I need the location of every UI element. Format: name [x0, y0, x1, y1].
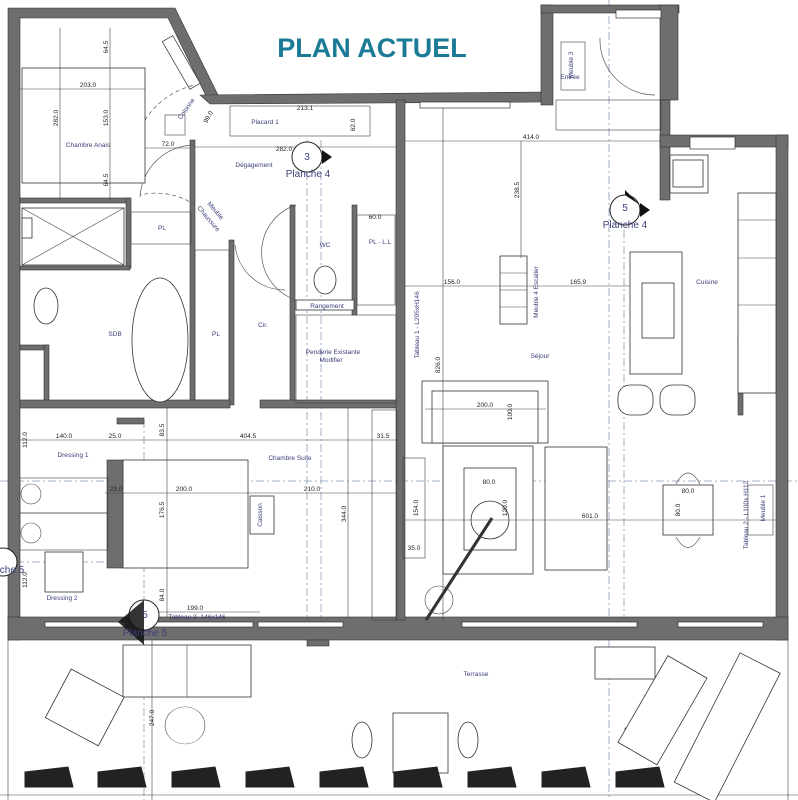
section-sheet: Planche 4 — [603, 220, 648, 231]
dimension-label: 140.0 — [56, 433, 73, 440]
dimension-label: 80.0 — [682, 488, 695, 495]
dimension-label: 23.0 — [110, 486, 123, 493]
section-number: 5 — [622, 203, 628, 214]
room-placard-1: Placard 1 — [251, 119, 279, 126]
dimension-label: 210.0 — [304, 486, 321, 493]
dimension-lines — [20, 28, 776, 800]
meuble-4-label: Meuble 4 Escalier — [533, 265, 540, 317]
dimension-label: 238.5 — [514, 181, 521, 198]
section-sheet: Planche 5 — [123, 628, 168, 639]
dimension-label: 344.0 — [341, 505, 348, 522]
room-cuisine: Cuisine — [696, 279, 718, 286]
room-pl-2: PL — [212, 331, 220, 338]
dimension-label: 25.0 — [109, 433, 122, 440]
dimension-label: 154.0 — [413, 499, 420, 516]
room-labels: Chambre Anais Placard 1 Dégagement PL PL… — [46, 74, 718, 678]
section-number: 5 — [142, 610, 148, 621]
doors — [139, 37, 656, 301]
dimension-label: 826.0 — [435, 356, 442, 373]
room-chambre-suite: Chambre Suite — [268, 455, 312, 462]
meuble-1-label: Meuble 1 — [760, 494, 767, 521]
dimension-label: 200.0 — [477, 402, 494, 409]
room-penderie-modifier: Modifier — [319, 357, 343, 364]
section-marker-left-planche-5: Planche 5 — [0, 547, 25, 577]
dimension-label: 80.0 — [483, 479, 496, 486]
plan-title: PLAN ACTUEL — [277, 33, 467, 63]
tableau-3-label: Tableau 3 -146x146 — [168, 614, 225, 621]
tableau-2-label: Tableau 2 - L100x H112 — [743, 480, 750, 549]
furniture — [19, 41, 777, 737]
room-wc: WC — [320, 242, 331, 249]
caisson-label: Caisson — [257, 503, 264, 527]
dimension-label: 62.0 — [350, 118, 357, 131]
room-pl: PL — [158, 225, 166, 232]
tableau-1-label: Tableau 1 - L205xH146 — [414, 291, 421, 359]
room-rangement: Rangement — [310, 303, 344, 310]
dimension-label: 156.0 — [444, 279, 461, 286]
dimension-label: 83.5 — [159, 423, 166, 436]
room-dressing-1: Dressing 1 — [57, 452, 88, 459]
dimension-label: 404.5 — [240, 433, 257, 440]
dimension-label: 84.0 — [159, 588, 166, 601]
room-sdb: SDB — [108, 331, 121, 338]
dimension-label: 64.5 — [103, 40, 110, 53]
dimension-label: 112.0 — [22, 432, 29, 448]
dimension-label: 64.5 — [103, 173, 110, 186]
dimension-label: 153.0 — [103, 109, 110, 126]
section-number: 3 — [304, 152, 310, 163]
room-dressing-2: Dressing 2 — [46, 595, 77, 602]
dimension-label: 31.5 — [377, 433, 390, 440]
dimension-label: 601.0 — [582, 513, 599, 520]
room-chambre-anais: Chambre Anais — [66, 142, 111, 149]
colonne-label: Colonne — [177, 97, 197, 121]
section-marker-3-planche-4: 3 Planche 4 — [286, 141, 332, 180]
dimension-label: 60.0 — [369, 214, 382, 221]
section-sheet: Planche 5 — [0, 565, 25, 576]
dimension-label: 120.0 — [502, 499, 509, 516]
room-sejour: Séjour — [531, 353, 551, 360]
dimension-label: 282.0 — [276, 146, 293, 153]
dimension-label: 176.5 — [159, 501, 166, 518]
section-marker-5-planche-5: 5 Planche 5 — [118, 599, 168, 645]
dimension-label: 199.0 — [187, 605, 204, 612]
dimension-label: 282.0 — [53, 109, 60, 126]
dimension-label: 213.1 — [297, 105, 314, 112]
room-circulation: Cir. — [258, 322, 268, 329]
meuble-3-label: Meuble 3 — [568, 51, 575, 78]
room-degagement: Dégagement — [235, 162, 272, 169]
dimension-label: 414.0 — [523, 134, 540, 141]
dimension-label: 72.0 — [162, 141, 175, 148]
dimension-labels: 64.5 203.0 282.0 153.0 64.5 72.0 99.0 21… — [22, 40, 695, 726]
room-pl-ll: PL - L.L — [369, 239, 392, 246]
dimension-label: 80.0 — [675, 503, 682, 516]
dimension-label: 247.0 — [149, 709, 156, 726]
windows — [44, 9, 764, 628]
room-penderie: Penderie Existante — [306, 349, 361, 356]
dimension-label: 165.9 — [570, 279, 587, 286]
dimension-label: 203.0 — [80, 82, 97, 89]
terrace — [0, 640, 798, 800]
room-entree: Entrée — [560, 74, 580, 81]
section-sheet: Planche 4 — [286, 169, 331, 180]
dimension-label: 200.0 — [176, 486, 193, 493]
section-marker-5-planche-4: 5 Planche 4 — [603, 190, 650, 231]
dimension-label: 100.0 — [507, 403, 514, 420]
room-terrasse: Terrasse — [464, 671, 489, 678]
dimension-label: 99.0 — [203, 110, 216, 125]
dimension-label: 112.0 — [22, 572, 29, 588]
dimension-label: 35.0 — [408, 545, 421, 552]
